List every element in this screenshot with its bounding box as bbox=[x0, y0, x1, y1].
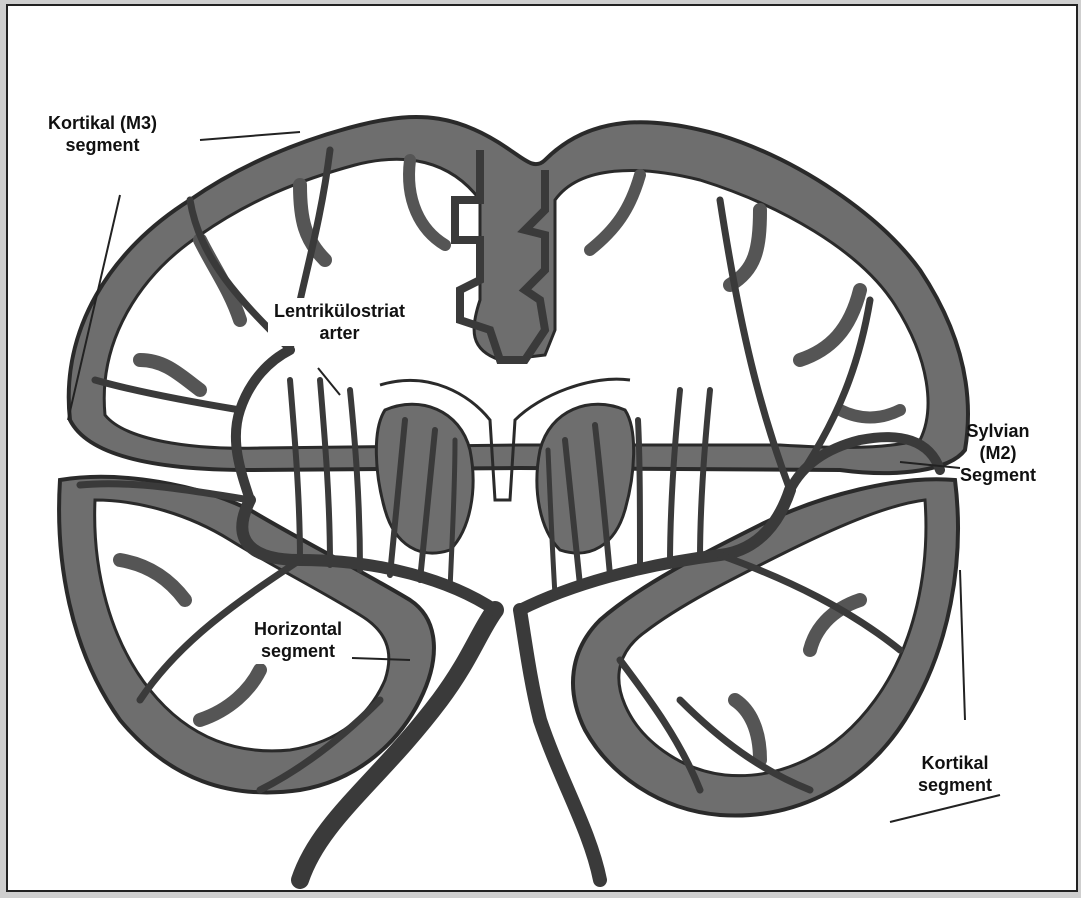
leader-kortikal-m3-top bbox=[200, 132, 300, 140]
label-sylvian-m2: Sylvian (M2) Segment bbox=[960, 420, 1036, 486]
lenticulostriate-branch bbox=[638, 420, 640, 570]
label-kortikal-m3: Kortikal (M3) segment bbox=[48, 112, 157, 156]
lower-hemispheres bbox=[59, 477, 958, 816]
label-horizontal-line1: Horizontal bbox=[254, 618, 342, 640]
label-kortikal-line1: Kortikal bbox=[918, 752, 992, 774]
label-lentrikulostriat-line1: Lentrikülostriat bbox=[274, 300, 405, 322]
label-kortikal-line2: segment bbox=[918, 774, 992, 796]
label-horizontal-line2: segment bbox=[254, 640, 342, 662]
label-sylvian-m2-line1: Sylvian bbox=[960, 420, 1036, 442]
label-kortikal-m3-line2: segment bbox=[48, 134, 157, 156]
label-kortikal-m3-line1: Kortikal (M3) bbox=[48, 112, 157, 134]
label-sylvian-m2-line3: Segment bbox=[960, 464, 1036, 486]
label-kortikal: Kortikal segment bbox=[918, 752, 992, 796]
leader-kortikal-bottom-2 bbox=[890, 795, 1000, 822]
label-sylvian-m2-line2: (M2) bbox=[960, 442, 1036, 464]
label-lentrikulostriat: Lentrikülostriat arter bbox=[268, 298, 411, 346]
label-horizontal: Horizontal segment bbox=[250, 616, 346, 664]
leader-kortikal-bottom bbox=[960, 570, 965, 720]
label-lentrikulostriat-line2: arter bbox=[274, 322, 405, 344]
